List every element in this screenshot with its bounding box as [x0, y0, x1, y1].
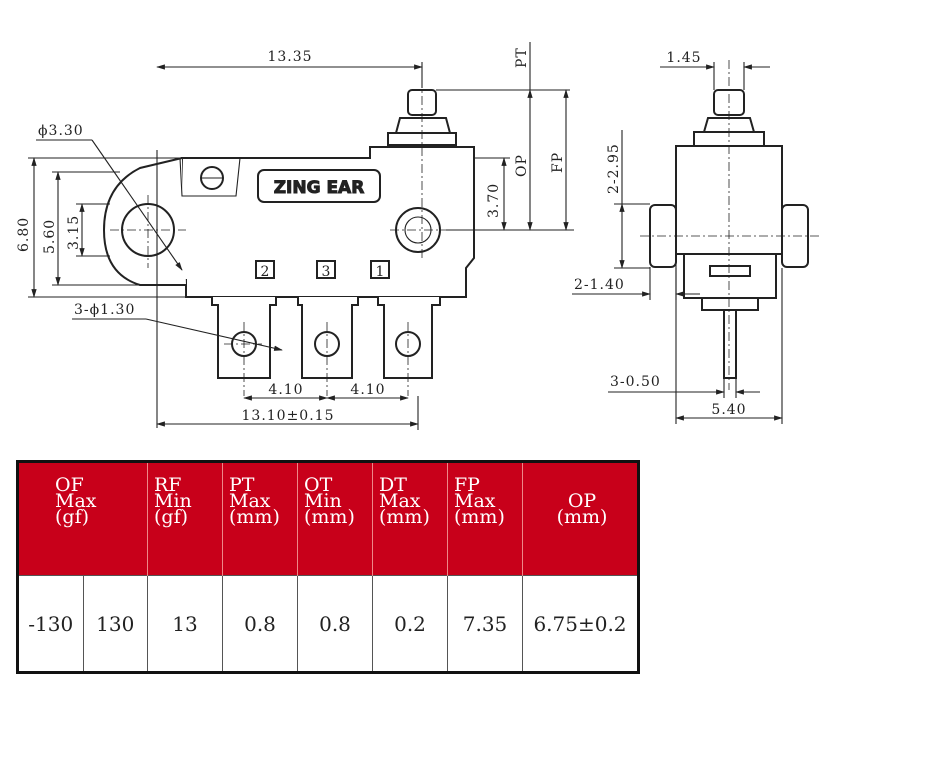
value-fp: 7.35: [447, 575, 523, 673]
header-ot: OT Min (mm): [297, 461, 373, 576]
dim-pitch-right: 4.10: [350, 382, 385, 398]
side-pin: [723, 309, 737, 379]
dim-height-mid: 5.60: [42, 219, 58, 254]
dim-body-width: 5.40: [711, 402, 746, 418]
dim-body-to-mount: 3.70: [486, 183, 502, 218]
dim-pitch-left: 4.10: [268, 382, 303, 398]
header-fp: FP Max (mm): [447, 461, 523, 576]
dim-side-height: 2-2.95: [606, 143, 622, 194]
front-view: ZING EAR 2 3 1 13.35: [16, 42, 574, 430]
pin-label-3: 3: [322, 264, 331, 280]
dim-base-width: 13.10±0.15: [242, 408, 335, 424]
plunger-collar: [395, 117, 451, 134]
pin-label-1: 1: [376, 264, 385, 280]
spec-table: OF Max (gf) RF Min (gf) PT Max (mm) OT M…: [16, 460, 640, 674]
brand-logo: ZING EAR: [274, 178, 365, 198]
value-ot: 0.8: [297, 575, 373, 673]
value-op: 6.75±0.2: [522, 575, 639, 673]
header-dt: DT Max (mm): [372, 461, 448, 576]
terminals: [211, 297, 441, 379]
header-of: OF Max (gf): [17, 461, 148, 576]
dim-boss-width: 2-1.40: [574, 277, 625, 293]
spec-value-row: -130 130 13 0.8 0.8 0.2 7.35 6.75±0.2: [17, 575, 639, 673]
header-rf: RF Min (gf): [147, 461, 223, 576]
logo-box: [257, 169, 381, 203]
dim-hole-dia: ϕ3.30: [38, 123, 84, 139]
spec-header-row: OF Max (gf) RF Min (gf) PT Max (mm) OT M…: [17, 461, 639, 576]
header-pt: PT Max (mm): [222, 461, 298, 576]
dim-height-total: 6.80: [16, 217, 32, 252]
lever-cover: [179, 157, 241, 197]
dim-overall-width: 13.35: [267, 49, 312, 65]
value-dt: 0.2: [372, 575, 448, 673]
value-of-min: -130: [17, 575, 84, 673]
header-op: OP (mm): [522, 461, 639, 576]
dim-plunger-width: 1.45: [666, 50, 701, 66]
value-pt: 0.8: [222, 575, 298, 673]
dim-pin-thickness: 3-0.50: [610, 374, 661, 390]
pin-label-2: 2: [261, 264, 270, 280]
value-rf: 13: [147, 575, 223, 673]
dim-pin-hole-dia: 3-ϕ1.30: [74, 302, 135, 318]
value-of-max: 130: [82, 575, 148, 673]
technical-drawing: ZING EAR 2 3 1 13.35: [16, 42, 820, 430]
label-fp: FP: [550, 152, 566, 173]
dim-height-small: 3.15: [66, 215, 82, 250]
label-op: OP: [514, 154, 530, 177]
side-view: 1.45 2-2.95 2-1.40 3-0.50 5.40: [572, 50, 820, 424]
label-pt: PT: [514, 47, 530, 68]
